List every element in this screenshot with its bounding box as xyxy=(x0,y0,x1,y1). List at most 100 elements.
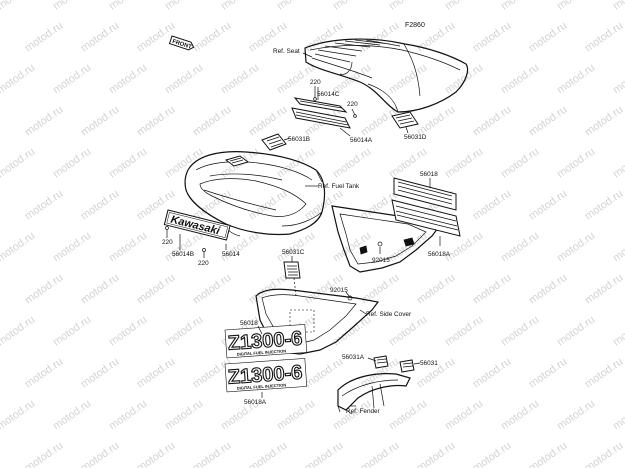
label-56031a: 56031A xyxy=(342,354,365,361)
label-ref-side-cover: Ref. Side Cover xyxy=(366,311,412,318)
watermark-text: motod.ru xyxy=(219,0,261,12)
watermark-text: motod.ru xyxy=(163,398,205,433)
watermark-text: motod.ru xyxy=(23,440,65,468)
watermark-text: motod.ru xyxy=(499,0,541,12)
watermark-text: motod.ru xyxy=(527,356,569,391)
watermark-text: motod.ru xyxy=(79,20,121,55)
watermark-text: motod.ru xyxy=(499,146,541,181)
sticker-56031b xyxy=(261,133,287,151)
watermark-text: motod.ru xyxy=(51,230,93,265)
sticker-56031 xyxy=(399,359,415,373)
watermark-text: motod.ru xyxy=(107,398,149,433)
seat xyxy=(304,38,469,113)
watermark-text: motod.ru xyxy=(219,62,261,97)
watermark-text: motod.ru xyxy=(135,356,177,391)
label-56018a-bottom: 56018A xyxy=(244,399,267,406)
watermark-text: motod.ru xyxy=(191,272,233,307)
watermark-text: motod.ru xyxy=(135,20,177,55)
watermark-text: motod.ru xyxy=(583,104,625,139)
watermark-text: motod.ru xyxy=(79,272,121,307)
z1300-emblem-56018a: Z1300-6 DIGITAL FUEL INJECTION xyxy=(224,358,308,393)
watermark-text: motod.ru xyxy=(387,62,429,97)
watermark-text: motod.ru xyxy=(443,230,485,265)
label-56018-top: 56018 xyxy=(420,171,438,178)
watermark-text: motod.ru xyxy=(471,188,513,223)
watermark-text: motod.ru xyxy=(51,62,93,97)
label-220-b: 220 xyxy=(347,101,358,108)
watermark-text: motod.ru xyxy=(23,188,65,223)
watermark-text: motod.ru xyxy=(583,20,625,55)
watermark-text: motod.ru xyxy=(303,20,345,55)
watermark-text: motod.ru xyxy=(79,440,121,468)
watermark-text: motod.ru xyxy=(555,62,597,97)
watermark-text: motod.ru xyxy=(275,146,317,181)
watermark-text: motod.ru xyxy=(527,188,569,223)
watermark-text: motod.ru xyxy=(471,440,513,468)
watermark-text: motod.ru xyxy=(471,272,513,307)
side-emblem-56018 xyxy=(393,177,457,211)
watermark-text: motod.ru xyxy=(0,230,37,265)
watermark-text: motod.ru xyxy=(23,356,65,391)
label-56031c: 56031C xyxy=(282,249,305,256)
watermark-text: motod.ru xyxy=(163,314,205,349)
watermark-text: motod.ru xyxy=(51,398,93,433)
watermark-text: motod.ru xyxy=(163,0,205,12)
figure-code: F2860 xyxy=(405,22,425,29)
watermark-text: motod.ru xyxy=(79,104,121,139)
watermark-text: motod.ru xyxy=(387,398,429,433)
watermark-text: motod.ru xyxy=(135,104,177,139)
watermark-text: motod.ru xyxy=(583,272,625,307)
label-92015-a: 92015 xyxy=(372,257,390,264)
watermark-text: motod.ru xyxy=(527,104,569,139)
watermark-text: motod.ru xyxy=(331,230,373,265)
label-220-d: 220 xyxy=(198,260,209,267)
label-56018-left: 56018 xyxy=(240,320,258,327)
emblem-56018a-sub: DIGITAL FUEL INJECTION xyxy=(237,382,287,390)
watermark-text: motod.ru xyxy=(191,104,233,139)
watermark-text: motod.ru xyxy=(163,62,205,97)
label-56014b: 56014B xyxy=(172,251,194,258)
watermark-text: motod.ru xyxy=(611,0,625,12)
watermark-text: motod.ru xyxy=(51,146,93,181)
watermark-text: motod.ru xyxy=(0,146,37,181)
watermark-text: motod.ru xyxy=(555,146,597,181)
watermark-text: motod.ru xyxy=(359,272,401,307)
watermark-text: motod.ru xyxy=(331,146,373,181)
watermark-text: motod.ru xyxy=(443,398,485,433)
watermark-text: motod.ru xyxy=(471,20,513,55)
side-emblem-56018a xyxy=(391,199,461,237)
fender xyxy=(337,373,411,415)
watermark-text: motod.ru xyxy=(359,440,401,468)
watermark-text: motod.ru xyxy=(583,440,625,468)
watermark-text: motod.ru xyxy=(0,0,37,12)
watermark-text: motod.ru xyxy=(107,230,149,265)
front-tag: FRONT xyxy=(168,35,195,51)
watermark-text: motod.ru xyxy=(135,272,177,307)
watermark-text: motod.ru xyxy=(471,104,513,139)
trim-56014c xyxy=(293,97,348,113)
label-92015-b: 92015 xyxy=(330,287,348,294)
watermark-text: motod.ru xyxy=(303,440,345,468)
watermark-text: motod.ru xyxy=(527,272,569,307)
watermark-text: motod.ru xyxy=(555,398,597,433)
watermark-text: motod.ru xyxy=(471,356,513,391)
watermark-text: motod.ru xyxy=(107,0,149,12)
watermark-text: motod.ru xyxy=(443,314,485,349)
label-220-c: 220 xyxy=(162,239,173,246)
watermark-text: motod.ru xyxy=(163,146,205,181)
watermark-text: motod.ru xyxy=(79,188,121,223)
label-ref-fender: Ref. Fender xyxy=(346,408,381,415)
watermark-text: motod.ru xyxy=(611,230,625,265)
watermark-text: motod.ru xyxy=(51,0,93,12)
watermark-text: motod.ru xyxy=(23,272,65,307)
watermark-text: motod.ru xyxy=(79,356,121,391)
label-56014c: 56014C xyxy=(317,91,340,98)
watermark-text: motod.ru xyxy=(275,0,317,12)
watermark-text: motod.ru xyxy=(135,440,177,468)
watermark-text: motod.ru xyxy=(527,440,569,468)
watermark-text: motod.ru xyxy=(51,314,93,349)
watermark-text: motod.ru xyxy=(331,314,373,349)
watermark-text: motod.ru xyxy=(611,62,625,97)
